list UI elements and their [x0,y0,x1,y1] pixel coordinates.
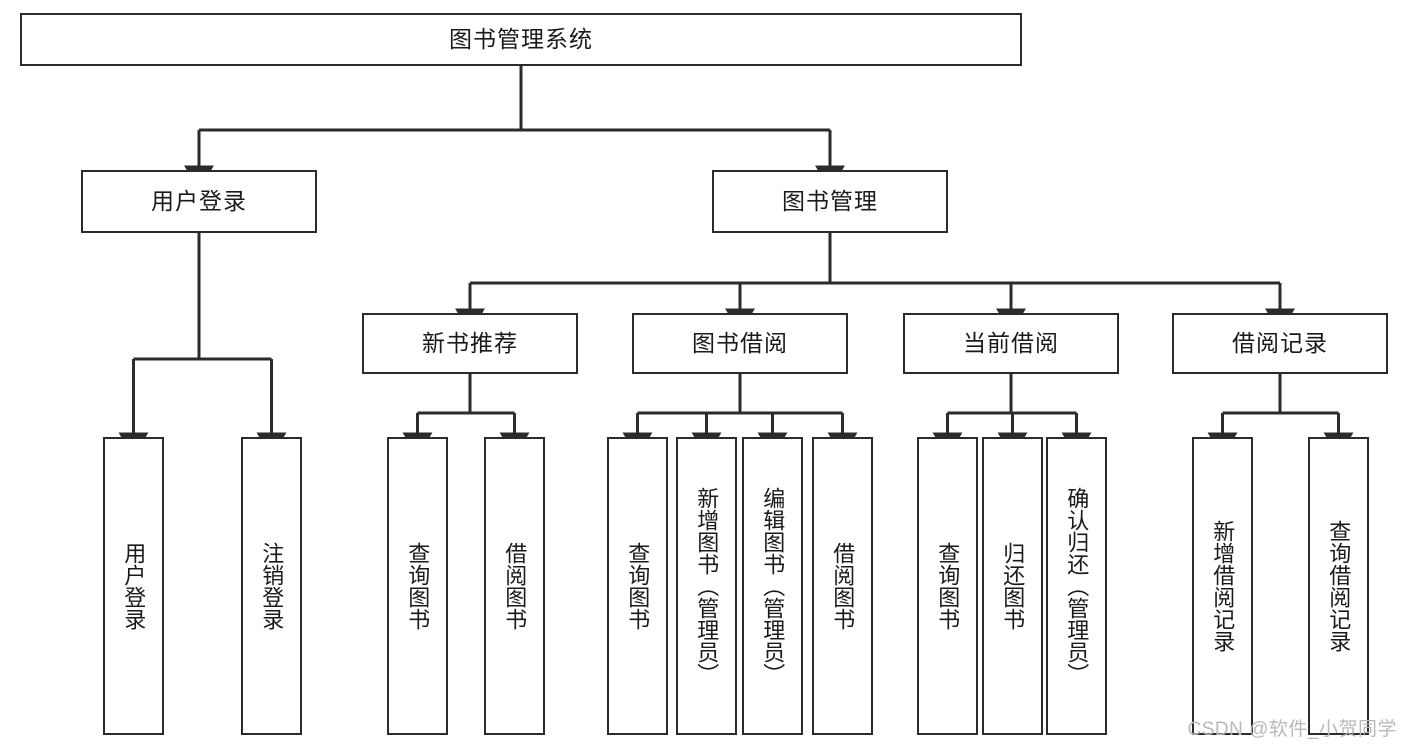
node-leaf-query-book-borrow[interactable]: 查询图书 [607,437,668,735]
node-label: 新增借阅记录 [1210,520,1236,652]
node-label: 借阅图书 [502,542,528,630]
node-new-book-recommend[interactable]: 新书推荐 [362,313,578,374]
node-current-borrow[interactable]: 当前借阅 [903,313,1119,374]
node-leaf-logout[interactable]: 注销登录 [241,437,302,735]
node-leaf-edit-book-admin[interactable]: 编辑图书（管理员） [742,437,803,735]
node-label: 新增图书（管理员） [694,487,720,685]
node-label: 图书管理 [782,187,878,214]
node-label: 编辑图书（管理员） [760,487,786,685]
watermark-text: CSDN @软件_小贺同学 [1187,719,1397,740]
node-leaf-add-borrow-record[interactable]: 新增借阅记录 [1192,437,1253,735]
node-root[interactable]: 图书管理系统 [20,13,1022,66]
node-label: 确认归还（管理员） [1064,487,1090,685]
node-label: 查询借阅记录 [1326,520,1352,652]
node-label: 用户登录 [121,542,147,630]
node-label: 借阅图书 [830,542,856,630]
node-label: 注销登录 [259,542,285,630]
node-leaf-borrow-book-rec[interactable]: 借阅图书 [484,437,545,735]
node-leaf-query-book-current[interactable]: 查询图书 [917,437,978,735]
node-label: 借阅记录 [1232,329,1328,356]
node-label: 查询图书 [625,542,651,630]
node-leaf-user-login[interactable]: 用户登录 [103,437,164,735]
node-label: 图书管理系统 [449,25,593,52]
node-leaf-add-book-admin[interactable]: 新增图书（管理员） [676,437,737,735]
node-label: 归还图书 [1000,542,1026,630]
node-label: 查询图书 [935,542,961,630]
node-book-borrow[interactable]: 图书借阅 [632,313,848,374]
node-label: 查询图书 [405,542,431,630]
node-leaf-query-book-rec[interactable]: 查询图书 [387,437,448,735]
node-leaf-confirm-return-admin[interactable]: 确认归还（管理员） [1046,437,1107,735]
node-label: 当前借阅 [963,329,1059,356]
node-leaf-query-borrow-record[interactable]: 查询借阅记录 [1308,437,1369,735]
node-leaf-borrow-book[interactable]: 借阅图书 [812,437,873,735]
node-leaf-return-book[interactable]: 归还图书 [982,437,1043,735]
node-user-login[interactable]: 用户登录 [81,170,317,233]
node-label: 图书借阅 [692,329,788,356]
node-book-manage[interactable]: 图书管理 [712,170,948,233]
node-label: 新书推荐 [422,329,518,356]
node-borrow-record[interactable]: 借阅记录 [1172,313,1388,374]
node-label: 用户登录 [151,187,247,214]
